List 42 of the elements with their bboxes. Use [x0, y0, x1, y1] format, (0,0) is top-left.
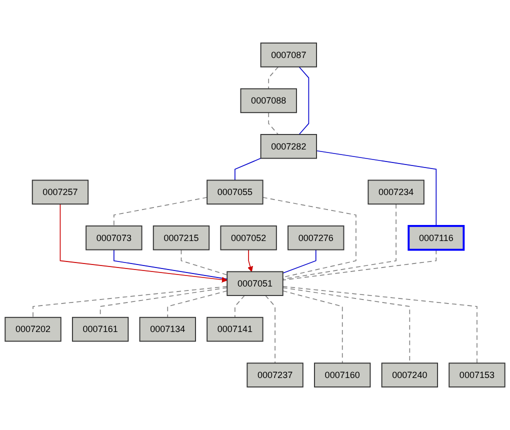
connector: [282, 290, 343, 364]
connector: [262, 196, 356, 278]
connector: [234, 295, 245, 318]
node-box: 0007257: [32, 180, 89, 205]
node-box: 0007055: [206, 180, 264, 205]
connector: [234, 158, 262, 181]
node-box: 0007134: [139, 316, 196, 342]
arrow: [60, 204, 228, 283]
connector: [32, 286, 228, 318]
connector: [100, 287, 228, 318]
node-box: 0007116: [408, 224, 465, 251]
node-box: 0007052: [220, 225, 277, 250]
node-box: 0007282: [260, 134, 317, 159]
node-box: 0007240: [381, 362, 438, 388]
node-box: 0007234: [368, 180, 424, 205]
connector: [167, 290, 228, 318]
connector: [268, 66, 279, 90]
connector: [316, 150, 437, 226]
node-box: 0007237: [246, 362, 304, 388]
connector: [282, 249, 437, 280]
node-box: 0007141: [206, 316, 264, 342]
connector: [265, 295, 276, 364]
connector: [298, 66, 310, 135]
node-box: 0007215: [152, 225, 210, 250]
connector: [282, 287, 410, 364]
connector: [282, 286, 478, 364]
connector: [180, 249, 228, 276]
node-box: 0007087: [260, 42, 317, 68]
connector: [114, 249, 228, 280]
node-box: 0007088: [240, 88, 297, 114]
node-box: 0007161: [72, 316, 129, 342]
node-box: 0007153: [448, 362, 506, 388]
connector: [268, 112, 279, 135]
node-box: 0007202: [4, 316, 62, 342]
connector: [114, 196, 208, 226]
node-box: 0007276: [288, 225, 344, 250]
node-box: 0007073: [86, 225, 142, 250]
node-box: 0007051: [226, 271, 284, 296]
node-box: 0007160: [314, 362, 371, 388]
connector: [282, 204, 396, 280]
arrow: [248, 249, 253, 272]
connector: [282, 249, 316, 274]
